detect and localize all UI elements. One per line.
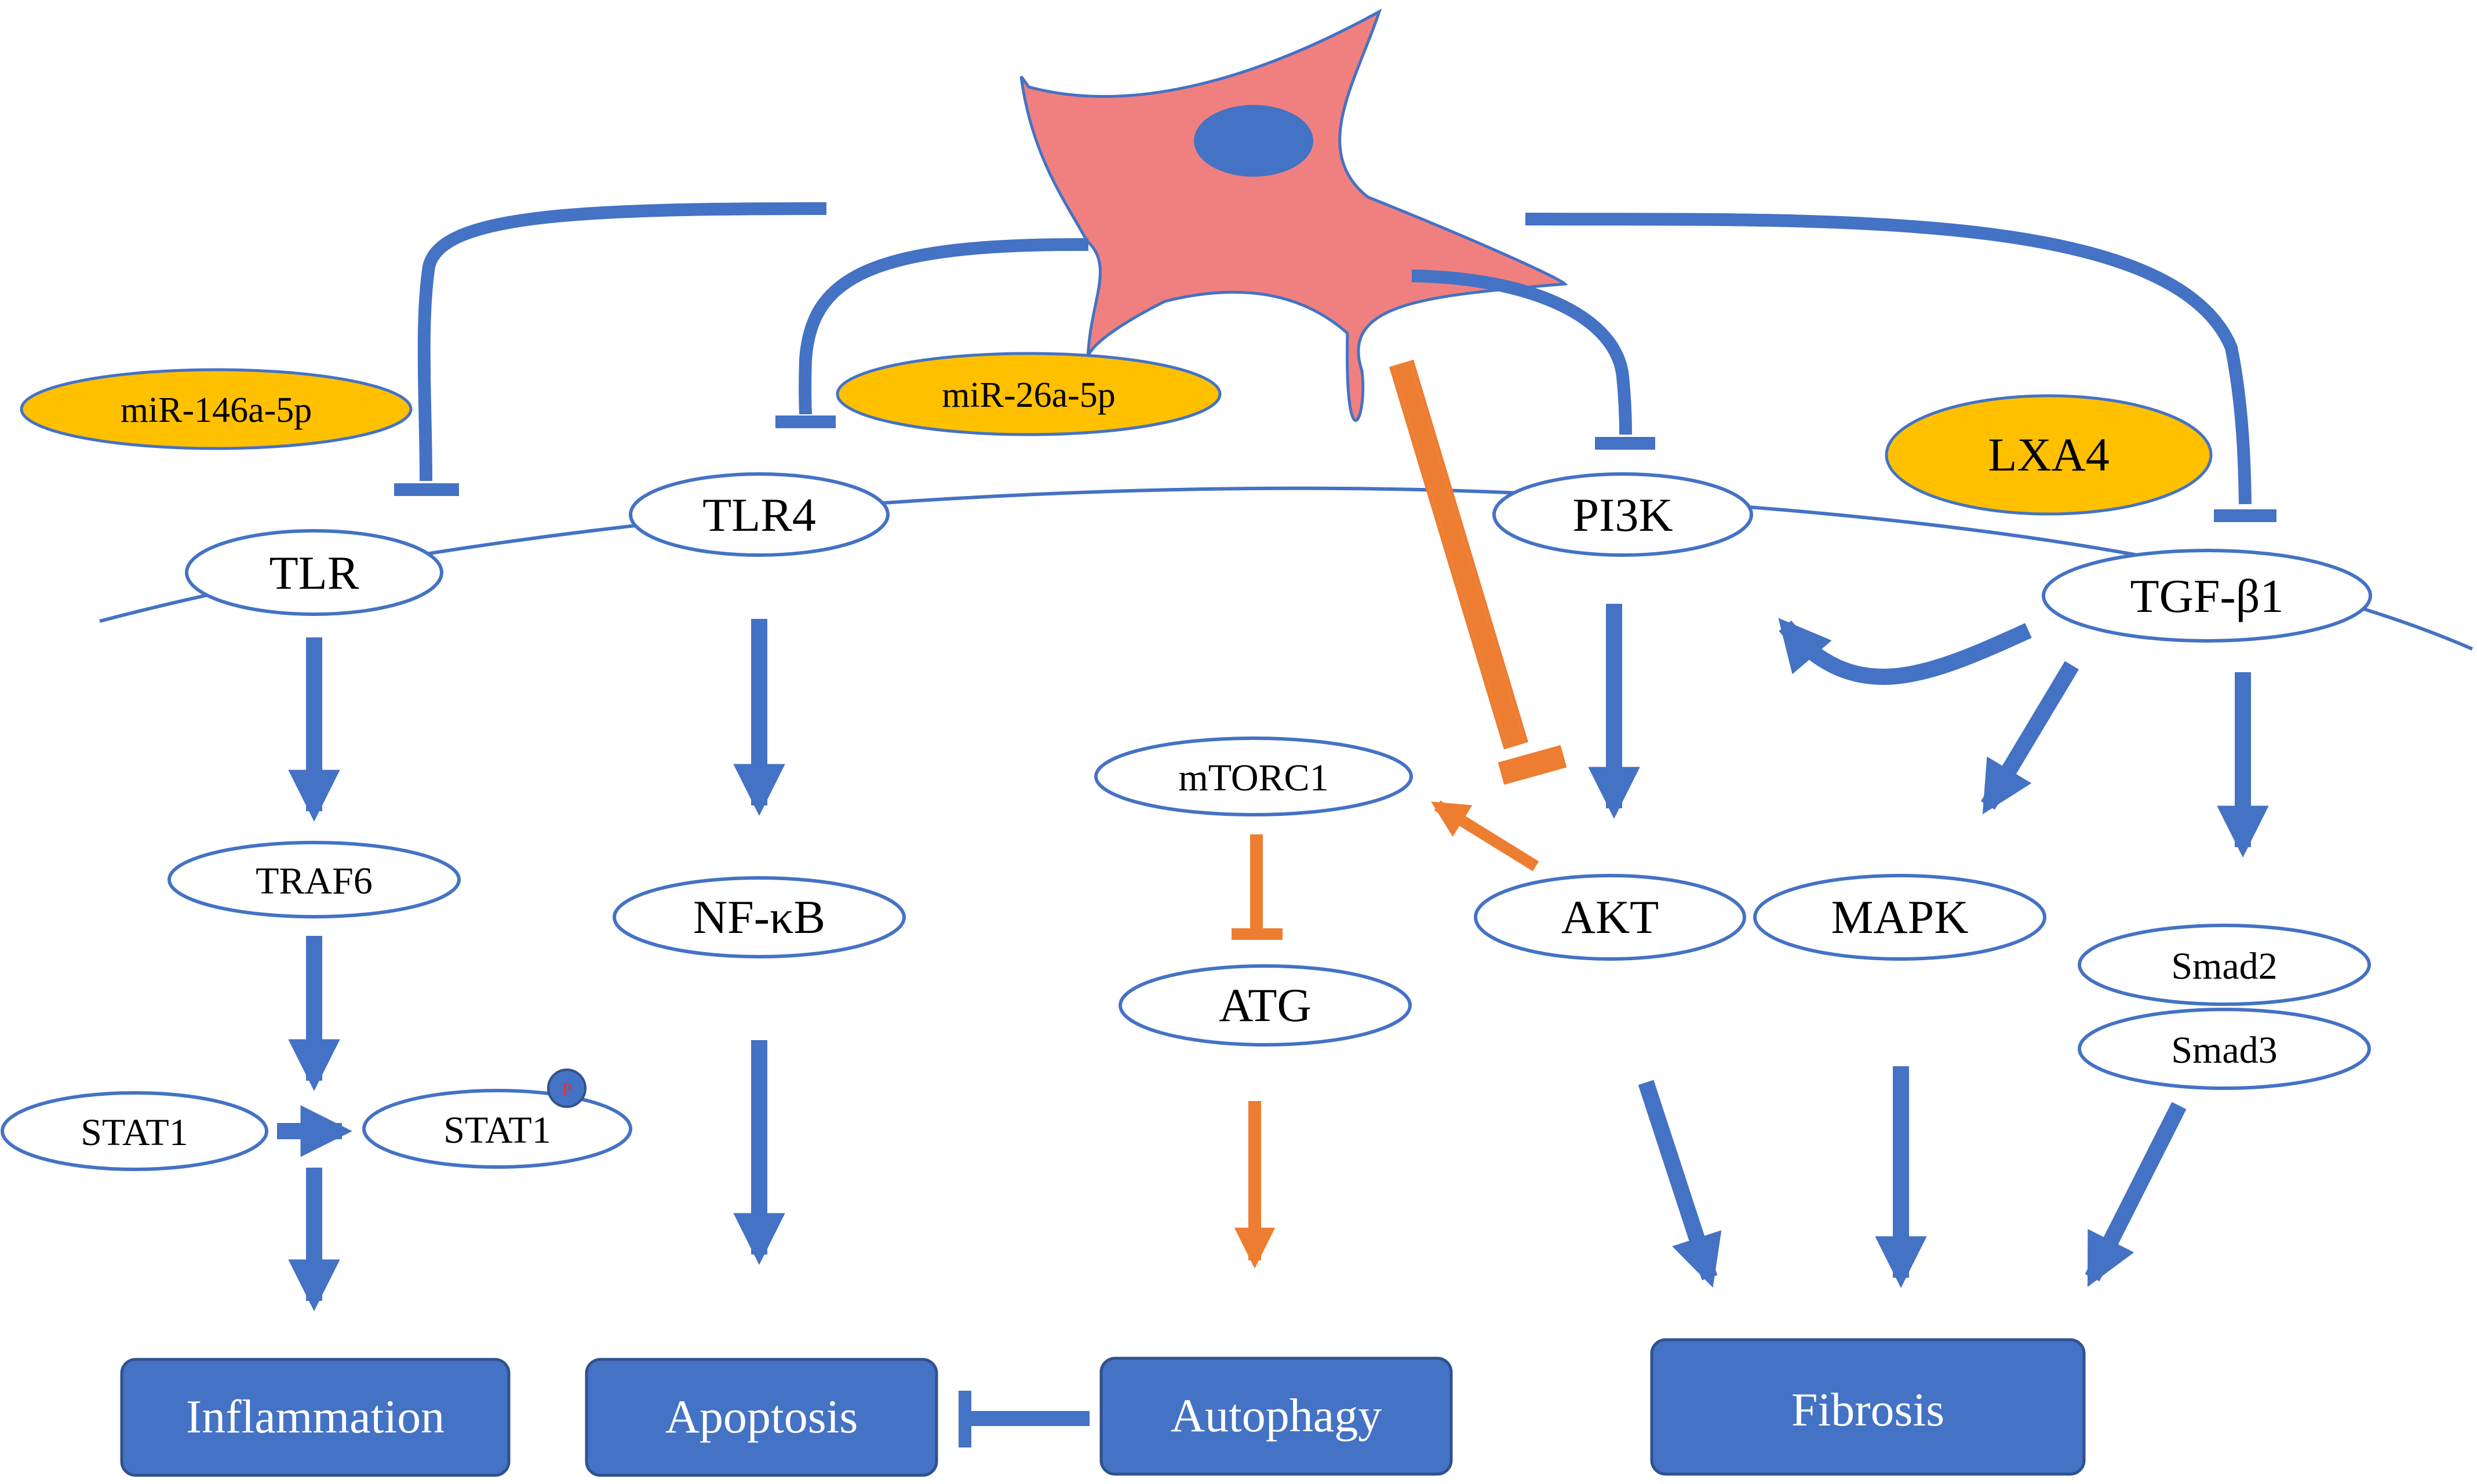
- smad2-node: Smad2: [2078, 924, 2371, 1006]
- tlr-label: TLR: [269, 546, 359, 599]
- cell-to-tgfb1-curve: [1525, 213, 2252, 505]
- mir26-label: miR-26a-5p: [942, 375, 1116, 415]
- mir146-label: miR-146a-5p: [121, 391, 312, 430]
- mir26-badge: miR-26a-5p: [836, 352, 1222, 436]
- cell-inhibition-curves: [394, 202, 2276, 522]
- stat1-p-node: STAT1: [362, 1089, 632, 1169]
- stat1-node: STAT1: [1, 1091, 268, 1171]
- nfkb-label: NF-κB: [693, 891, 825, 943]
- traf6-node: TRAF6: [167, 841, 461, 918]
- apoptosis-box: Apoptosis: [585, 1358, 938, 1477]
- inflammation-label: Inflammation: [186, 1390, 445, 1443]
- cell-to-pi3k-curve: [1411, 269, 1632, 435]
- apoptosis-label: Apoptosis: [665, 1390, 858, 1443]
- orange-arrows: [1232, 800, 1539, 1269]
- atg-label: ATG: [1219, 979, 1311, 1031]
- tgfb1-node: TGF-β1: [2042, 549, 2372, 643]
- arrow-akt-mtorc1: [1431, 800, 1539, 872]
- arrow-akt-fibrosis: [1638, 1080, 1722, 1288]
- tlr4-label: TLR4: [702, 488, 816, 541]
- arrow-tgfb1-pi3k: [1778, 618, 2032, 685]
- cell-body: [1019, 8, 1568, 422]
- autophagy-label: Autophagy: [1171, 1389, 1382, 1442]
- tlr-node: TLR: [185, 529, 443, 616]
- tgfb1-label: TGF-β1: [2130, 570, 2284, 622]
- cell-icon: [1019, 8, 1568, 422]
- cell-to-tlr-curve: [417, 202, 827, 482]
- nfkb-node: NF-κB: [613, 876, 906, 958]
- lxa4-label: LXA4: [1988, 428, 2110, 481]
- arrow-smad-fibrosis: [2085, 1102, 2187, 1287]
- fibrosis-box: Fibrosis: [1650, 1338, 2086, 1476]
- fibrosis-label: Fibrosis: [1791, 1383, 1944, 1436]
- lxa4-badge: LXA4: [1885, 394, 2213, 516]
- stat1-label: STAT1: [81, 1111, 188, 1154]
- mapk-label: MAPK: [1831, 891, 1969, 943]
- atg-node: ATG: [1119, 964, 1412, 1047]
- mtorc1-node: mTORC1: [1094, 736, 1413, 816]
- nucleus-icon: [1194, 105, 1313, 177]
- traf6-label: TRAF6: [256, 860, 373, 902]
- phospho-icon: P: [547, 1069, 587, 1108]
- arrow-tgfb1-mapk: [1980, 661, 2079, 815]
- tlr4-node: TLR4: [629, 472, 890, 557]
- akt-node: AKT: [1474, 874, 1746, 961]
- autophagy-box: Autophagy: [1099, 1357, 1453, 1476]
- smad3-label: Smad3: [2171, 1029, 2277, 1071]
- stat1-p-label: STAT1: [443, 1109, 551, 1151]
- mtorc1-label: mTORC1: [1178, 757, 1328, 799]
- akt-orange-bar: [1498, 745, 1567, 785]
- mapk-node: MAPK: [1753, 874, 2046, 961]
- cell-inhibits-akt: [1389, 359, 1567, 785]
- blue-arrows: [277, 604, 2269, 1311]
- phospho-label: P: [562, 1080, 572, 1099]
- smad2-label: Smad2: [2171, 945, 2277, 987]
- mir146-badge: miR-146a-5p: [20, 368, 413, 450]
- inflammation-box: Inflammation: [120, 1358, 511, 1477]
- autophagy-inhibits-apoptosis: [959, 1391, 1090, 1447]
- smad3-node: Smad3: [2078, 1008, 2371, 1090]
- cell-to-tlr4-curve: [799, 238, 1089, 415]
- akt-label: AKT: [1561, 891, 1659, 943]
- pi3k-node: PI3K: [1492, 472, 1753, 557]
- pi3k-label: PI3K: [1572, 488, 1673, 541]
